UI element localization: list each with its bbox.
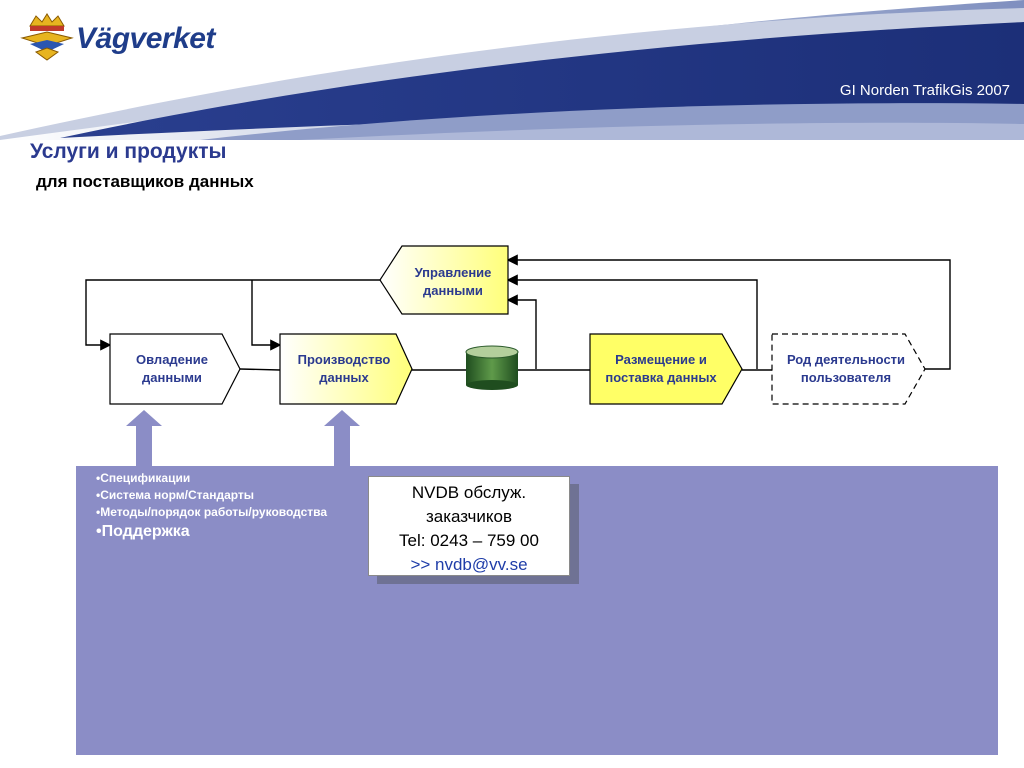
feedback-arrow-user-to-management <box>506 254 951 370</box>
contact-box: NVDB обслуж. заказчиков Tel: 0243 – 759 … <box>368 476 570 576</box>
vagverket-crown-logo-icon <box>20 13 74 61</box>
bullet-item: •Система норм/Стандарты <box>96 488 255 502</box>
node-production-label: Производство данных <box>282 347 406 391</box>
bullet-item-support: •Поддержка <box>96 523 190 540</box>
event-title: GI Norden TrafikGis 2007 <box>839 82 1010 99</box>
node-distribution-label: Размещение и поставка данных <box>592 347 730 391</box>
page-title: Услуги и продукты <box>30 140 227 163</box>
up-arrow-acquisition-icon <box>126 410 162 470</box>
node-acquisition-label: Овладение данными <box>112 347 232 391</box>
contact-line-2: заказчиков <box>425 507 513 526</box>
database-icon <box>465 345 519 390</box>
up-arrows <box>126 410 360 470</box>
node-production-text: Производство данных <box>297 352 391 385</box>
contact-line-1: NVDB обслуж. <box>411 483 527 502</box>
page-subtitle: для поставщиков данных <box>36 172 254 191</box>
node-acquisition-shape <box>109 333 241 405</box>
feedback-arrow-distribution-to-management <box>506 274 758 369</box>
bullet-item: •Спецификации <box>96 471 191 485</box>
node-production-shape <box>279 333 413 405</box>
header-swoosh-graphic <box>0 0 1024 140</box>
node-management-shape <box>379 245 509 315</box>
node-user-activity-text: Род деятельности пользователя <box>786 352 906 385</box>
arrow-management-to-acquisition <box>85 279 380 351</box>
node-management-text: Управление данными <box>414 265 492 298</box>
node-acquisition-text: Овладение данными <box>136 352 208 385</box>
bullet-list: •Спецификации •Система норм/Стандарты •М… <box>96 470 327 543</box>
node-user-activity-shape <box>771 333 926 405</box>
contact-email-link[interactable]: >> nvdb@vv.se <box>410 555 528 574</box>
node-user-activity-label: Род деятельности пользователя <box>774 347 918 391</box>
node-management-label: Управление данными <box>400 260 506 304</box>
logo-text: Vägverket <box>76 22 215 55</box>
arrow-management-to-production <box>251 280 282 351</box>
up-arrow-production-icon <box>324 410 360 470</box>
arrow-db-to-management <box>506 294 537 369</box>
node-distribution-text: Размещение и поставка данных <box>605 352 717 385</box>
line-acquisition-to-production <box>239 368 281 371</box>
contact-phone: Tel: 0243 – 759 00 <box>399 531 539 550</box>
node-distribution-shape <box>589 333 743 405</box>
bullet-item: •Методы/порядок работы/руководства <box>96 505 328 519</box>
